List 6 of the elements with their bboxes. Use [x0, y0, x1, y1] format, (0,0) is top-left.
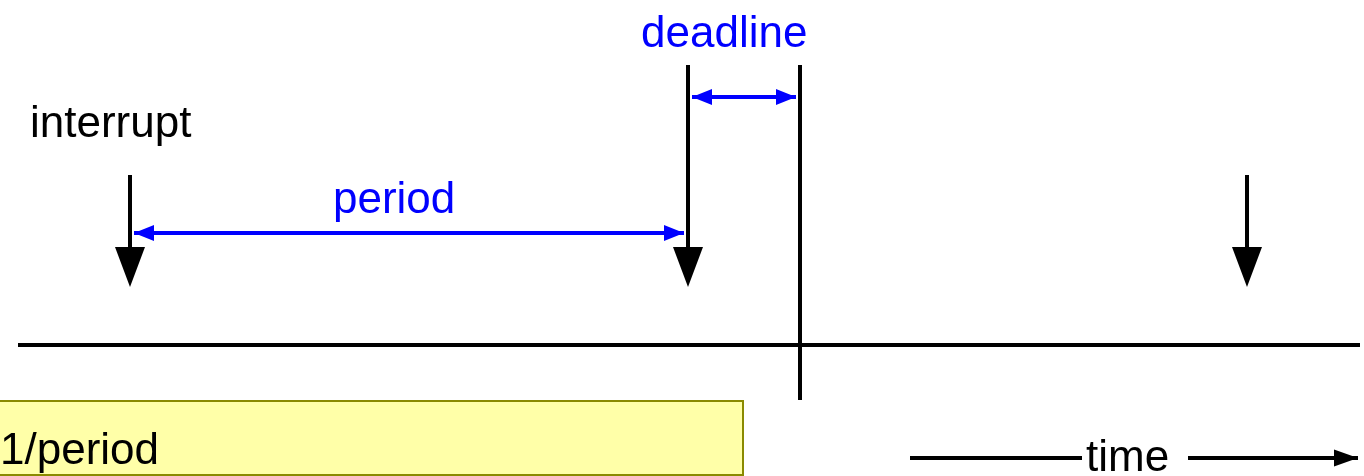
dimension-label: period: [333, 174, 456, 222]
formula-box: [0, 400, 744, 476]
signal-label: interrupt: [30, 98, 192, 146]
dimension-label: deadline: [641, 8, 808, 56]
axis-label: time: [1086, 432, 1170, 476]
formula-text: 1/period: [0, 426, 159, 472]
